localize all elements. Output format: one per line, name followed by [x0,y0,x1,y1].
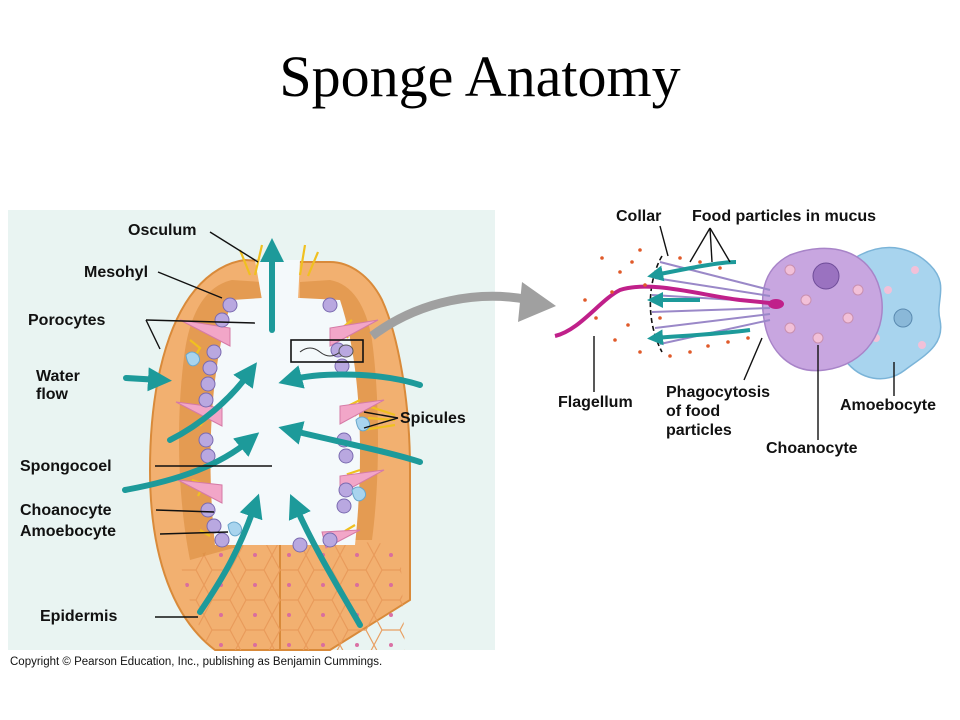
amoebocyte-cells [185,351,371,537]
food-particle-dots [583,248,750,358]
choanocyte-detail-cell [761,247,883,372]
label-phagocytosis-1: Phagocytosis [666,384,771,401]
label-spongocoel: Spongocoel [20,458,112,475]
label-porocytes: Porocytes [28,312,106,329]
label-epidermis: Epidermis [40,608,118,625]
label-water-flow-2: flow [36,386,68,403]
left-leader-lines [145,231,399,618]
copyright-notice: Copyright © Pearson Education, Inc., pub… [10,656,383,668]
label-collar: Collar [616,208,662,225]
choanocyte-detail [554,246,942,380]
label-osculum: Osculum [128,222,197,239]
zoom-connector-arrow [369,282,556,340]
label-choanocyte-left: Choanocyte [20,502,112,519]
label-phagocytosis-2: of food [666,403,721,420]
right-leader-lines [593,225,895,440]
label-mesohyl: Mesohyl [84,264,149,281]
sponge-body [148,258,411,651]
choanocyte-inset-box [290,339,364,363]
label-spicules: Spicules [400,410,466,427]
label-amoebocyte-left: Amoebocyte [20,523,117,540]
water-flow-arrows [122,238,423,628]
label-amoebocyte-right: Amoebocyte [840,397,937,414]
label-food-particles: Food particles in mucus [692,208,877,225]
page-title: Sponge Anatomy [279,44,681,109]
label-choanocyte-right: Choanocyte [766,440,858,457]
label-water-flow-1: Water [36,368,80,385]
label-phagocytosis-3: particles [666,422,732,439]
label-flagellum: Flagellum [558,394,633,411]
epidermis-surface [180,540,405,650]
flagellum [554,284,781,338]
